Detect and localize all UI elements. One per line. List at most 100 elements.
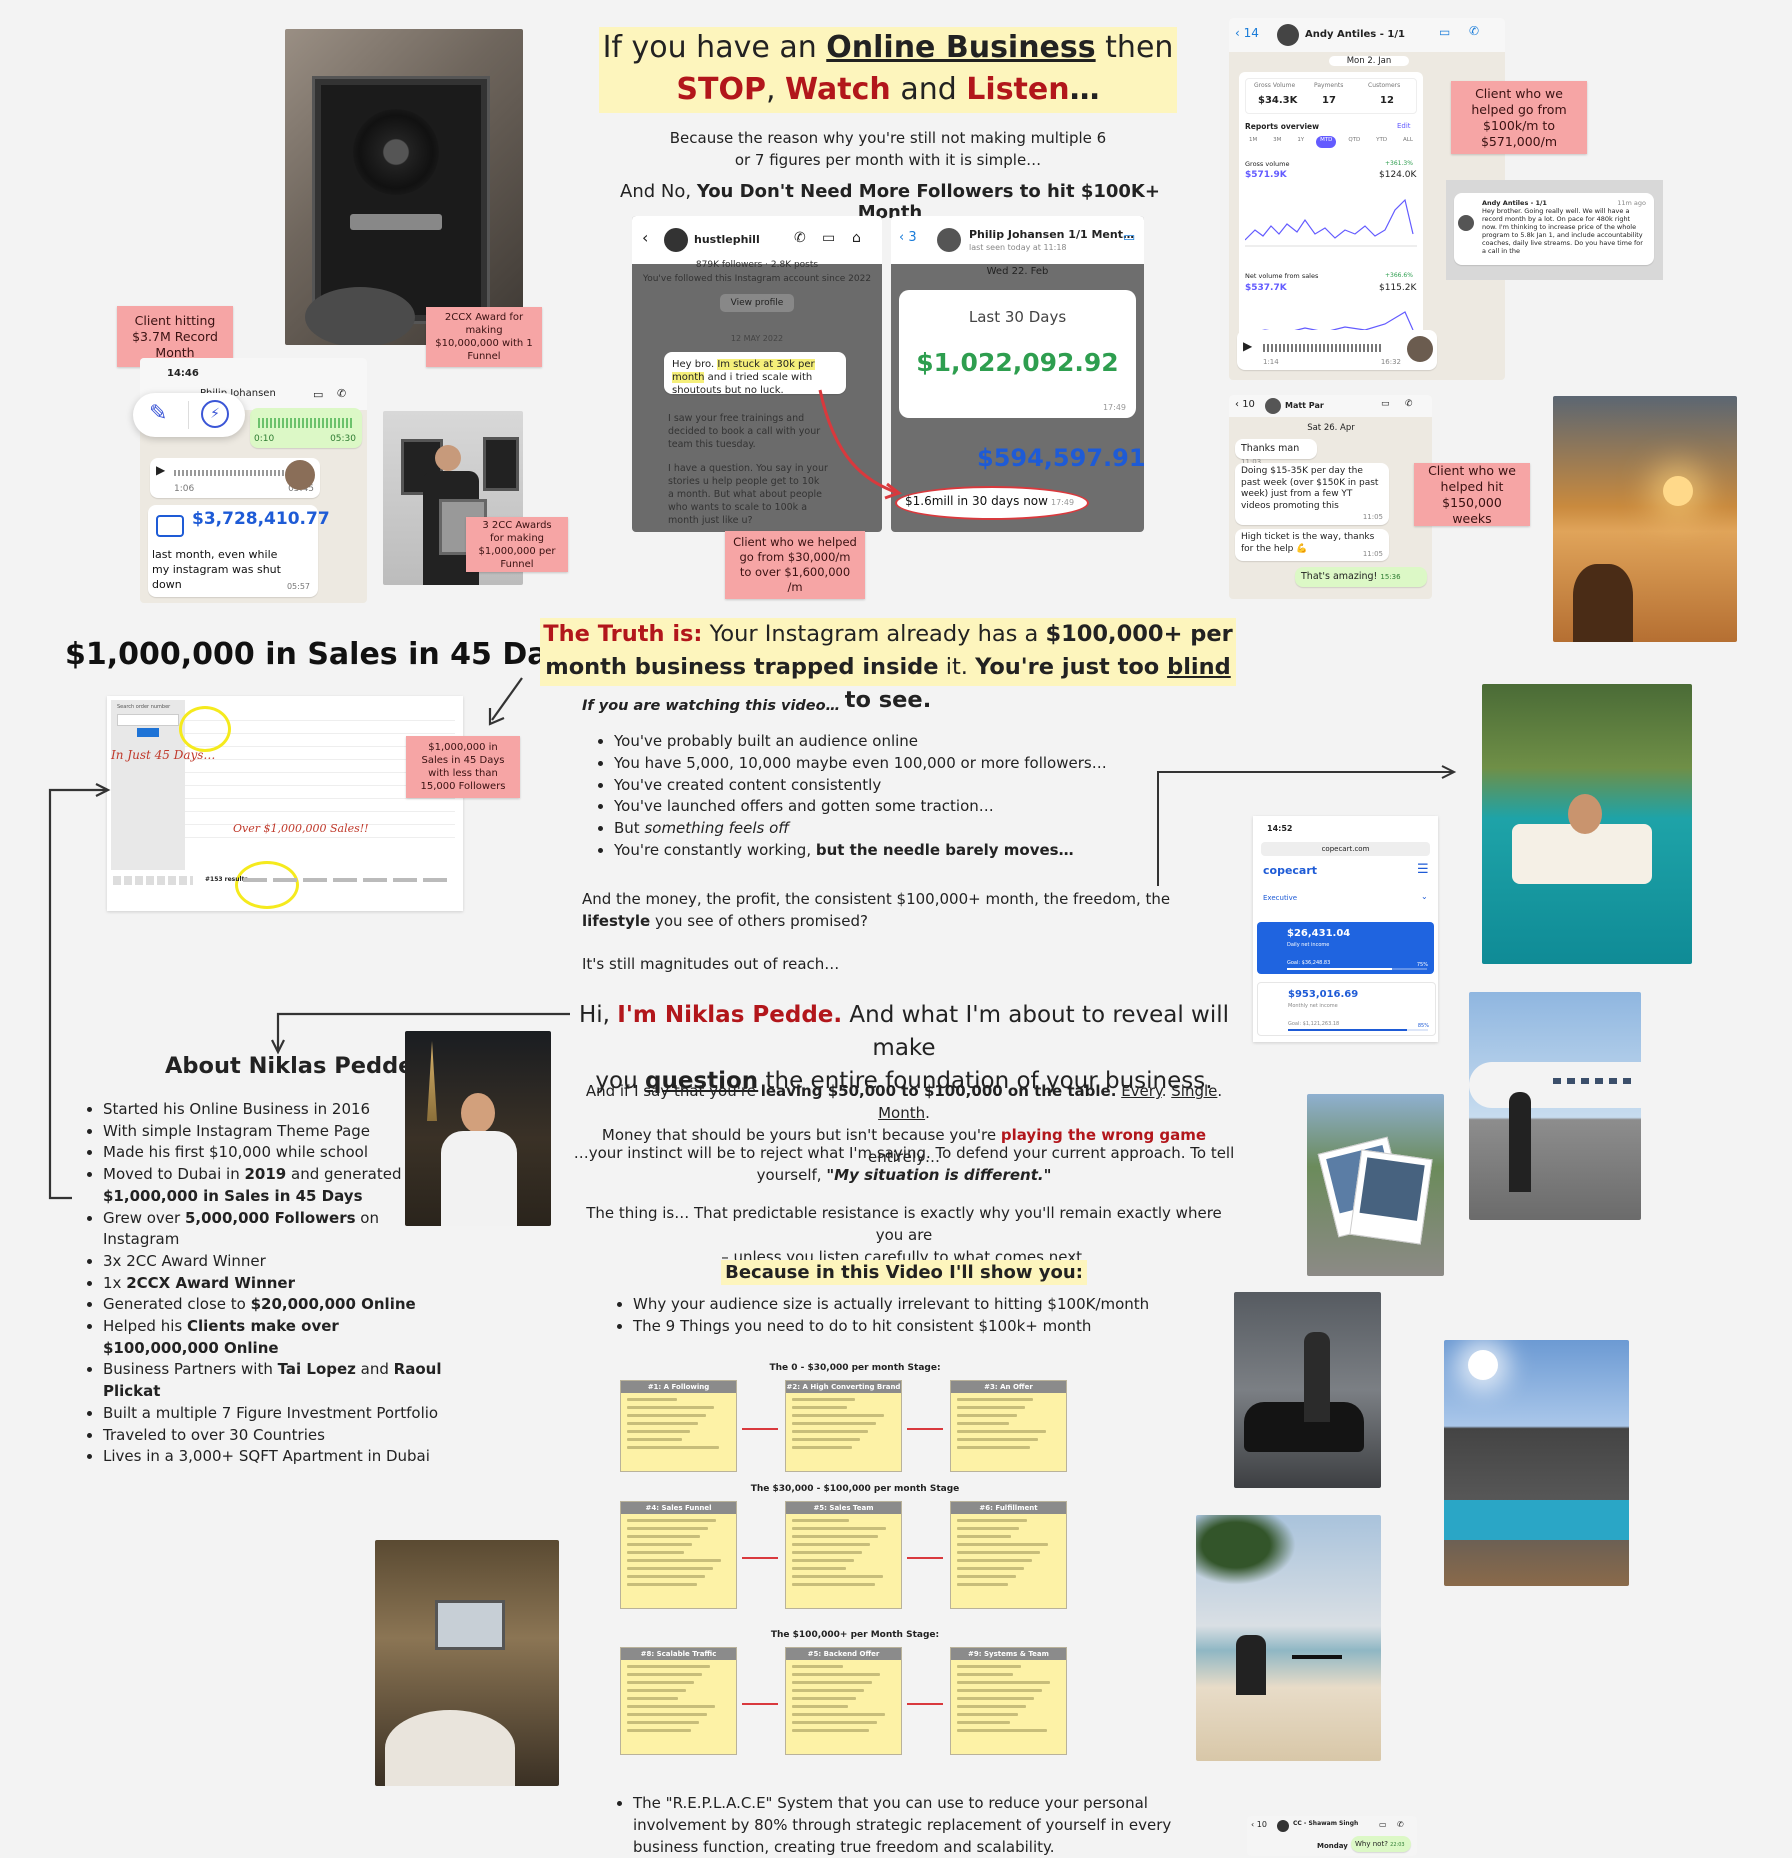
note-ccx-award: 2CCX Award for making $10,000,000 with 1… <box>426 307 542 367</box>
video-call-icon[interactable]: ▭ <box>822 230 836 246</box>
revenue-amount-secondary: $594,597.91 <box>977 444 1144 472</box>
arrow-to-pool-photo <box>1157 765 1457 886</box>
back-icon[interactable]: ‹ 10 <box>1251 1820 1267 1829</box>
list-item: Helped his Clients make over $100,000,00… <box>103 1316 453 1359</box>
hero-subtext: Because the reason why you're still not … <box>669 129 1107 169</box>
back-icon[interactable]: ‹ 14 <box>1235 26 1259 40</box>
video-call-icon[interactable]: ▭ <box>1381 399 1390 409</box>
tab-1y[interactable]: 1Y <box>1297 137 1305 143</box>
monthly-progress-bar <box>1288 1029 1428 1031</box>
avatar <box>285 460 315 490</box>
intro-headline: Hi, I'm Niklas Pedde. And what I'm about… <box>578 1002 1230 1094</box>
play-icon[interactable]: ▶ <box>1243 339 1253 353</box>
back-icon[interactable]: ‹ <box>642 228 649 247</box>
avatar <box>1458 215 1474 231</box>
tag-icon[interactable]: ⌂ <box>852 230 861 246</box>
stage-arrow <box>742 1703 778 1705</box>
list-item: You're constantly working, but the needl… <box>614 840 1114 862</box>
stage-card: #4: Sales Funnel <box>620 1501 737 1609</box>
tab-3m[interactable]: 3M <box>1273 137 1282 143</box>
stage-card: #5: Sales Team <box>785 1501 902 1609</box>
video-call-icon[interactable]: ▭ <box>313 388 324 401</box>
about-list: Started his Online Business in 2016 With… <box>81 1099 453 1468</box>
phone-icon[interactable]: ✆ <box>1405 399 1413 409</box>
revenue-card: Last 30 Days $1,022,092.92 17:49 <box>899 290 1136 418</box>
menu-icon[interactable]: ☰ <box>1417 862 1429 877</box>
list-item: The 9 Things you need to do to hit consi… <box>633 1315 1233 1337</box>
pagination[interactable] <box>113 876 193 885</box>
tab-qtd[interactable]: QTD <box>1348 137 1361 143</box>
stages-diagram: The 0 - $30,000 per month Stage: The $30… <box>620 1360 1090 1770</box>
phone-icon[interactable]: ✆ <box>794 230 806 246</box>
highlight-circle <box>235 861 299 909</box>
magic-idea-icon[interactable]: ⚡ <box>201 400 229 428</box>
avatar <box>1265 398 1281 414</box>
gross-volume-sparkline <box>1245 198 1417 247</box>
voice-message-1[interactable]: 0:10 05:30 <box>250 408 362 448</box>
highlight-circle <box>179 706 231 752</box>
revenue-amount: $1,022,092.92 <box>916 348 1119 377</box>
phone-icon[interactable]: ✆ <box>1469 24 1480 38</box>
chat-screenshot-instagram: ‹ hustlephill ✆ ▭ ⌂ 879K followers · 2.8… <box>632 216 882 532</box>
contact-name: Philip Johansen 1/1 Ment… <box>969 228 1134 241</box>
sales-45-title: $1,000,000 in Sales in 45 Days <box>65 637 585 672</box>
back-icon[interactable]: ‹ 3 <box>899 230 917 245</box>
car-garage-photo <box>1234 1292 1381 1488</box>
chat-screenshot-shawam: ‹ 10 CC - Shawam Singh ▭ ✆ Monday Why no… <box>1247 1816 1417 1856</box>
stage-arrow <box>907 1428 943 1430</box>
chat-screenshot-matt: ‹ 10 Matt Par ▭ ✆ Sat 26. Apr Thanks man… <box>1229 395 1432 599</box>
desert-camel-photo <box>1553 396 1737 642</box>
circled-message <box>895 486 1089 520</box>
contact-name: hustlephill <box>694 233 760 246</box>
play-icon[interactable]: ▶ <box>156 463 166 477</box>
tab-mtd[interactable]: MTD <box>1316 136 1337 148</box>
intro-paragraph-2: …your instinct will be to reject what I'… <box>573 1144 1235 1184</box>
back-icon[interactable]: ‹ 10 <box>1235 399 1255 410</box>
contact-name: Andy Antiles - 1/1 <box>1305 29 1405 40</box>
phone-icon[interactable]: ✆ <box>337 387 347 400</box>
video-call-icon[interactable]: ▭ <box>1379 1820 1387 1829</box>
contact-name: Philip Johansen <box>200 388 276 399</box>
stage-card-title: #1: A Following <box>621 1381 736 1393</box>
voice-message[interactable]: ▶ 1:14 16:32 <box>1237 330 1437 370</box>
search-button[interactable] <box>137 728 159 737</box>
bracket-arrow-left <box>48 783 111 1200</box>
hero-headline: If you have an Online Business then STOP… <box>599 27 1177 113</box>
list-item: Generated close to $20,000,000 Online <box>103 1294 453 1316</box>
stage-card-title: #6: Fulfillment <box>951 1502 1066 1514</box>
list-item: You've launched offers and gotten some t… <box>614 796 1114 818</box>
note-cc-awards: 3 2CC Awards for making $1,000,000 per F… <box>466 517 568 572</box>
tab-1m[interactable]: 1M <box>1249 137 1258 143</box>
video-call-icon[interactable]: ▭ <box>1123 230 1136 245</box>
stage-arrow <box>742 1428 778 1430</box>
tab-ytd[interactable]: YTD <box>1376 137 1388 143</box>
beach-table-photo <box>1196 1515 1381 1761</box>
daily-income-card: $26,431.04 Daily net income Goal: $36,24… <box>1257 922 1434 974</box>
revenue-amount: $3,728,410.77 <box>192 509 330 529</box>
list-item: Why your audience size is actually irrel… <box>633 1293 1233 1315</box>
avatar <box>937 228 961 252</box>
list-item: Traveled to over 30 Countries <box>103 1425 453 1447</box>
chevron-down-icon[interactable]: ⌄ <box>1421 892 1428 901</box>
address-bar[interactable]: copecart.com <box>1261 842 1430 856</box>
arrow-to-about <box>271 1012 570 1055</box>
truth-headline: The Truth is: Your Instagram already has… <box>540 618 1236 713</box>
nav-dropdown[interactable]: Executive <box>1263 894 1298 902</box>
phone-icon[interactable]: ✆ <box>1397 1820 1404 1829</box>
contact-name: Matt Par <box>1285 401 1324 410</box>
intro-paragraph-3: The thing is… That predictable resistanc… <box>586 1204 1222 1266</box>
stage-card: #5: Backend Offer <box>785 1647 902 1755</box>
sales-dashboard-screenshot: Search order number In Just 45 Days… Ove… <box>107 696 463 911</box>
list-item: With simple Instagram Theme Page <box>103 1121 453 1143</box>
watching-paragraph-2: It's still magnitudes out of reach… <box>582 955 840 973</box>
pencil-icon[interactable]: ✎ <box>149 401 168 426</box>
tab-all[interactable]: ALL <box>1403 137 1413 143</box>
quoted-message-andy: Andy Antiles - 1/1 11m ago Hey brother. … <box>1446 180 1663 280</box>
revenue-icon <box>156 515 184 537</box>
view-profile-button[interactable]: View profile <box>720 294 794 312</box>
contact-name: CC - Shawam Singh <box>1293 1820 1359 1827</box>
edit-link[interactable]: Edit <box>1397 122 1411 130</box>
stage-card-title: #8: Scalable Traffic <box>621 1648 736 1660</box>
video-call-icon[interactable]: ▭ <box>1439 25 1451 39</box>
search-input[interactable] <box>117 714 179 726</box>
